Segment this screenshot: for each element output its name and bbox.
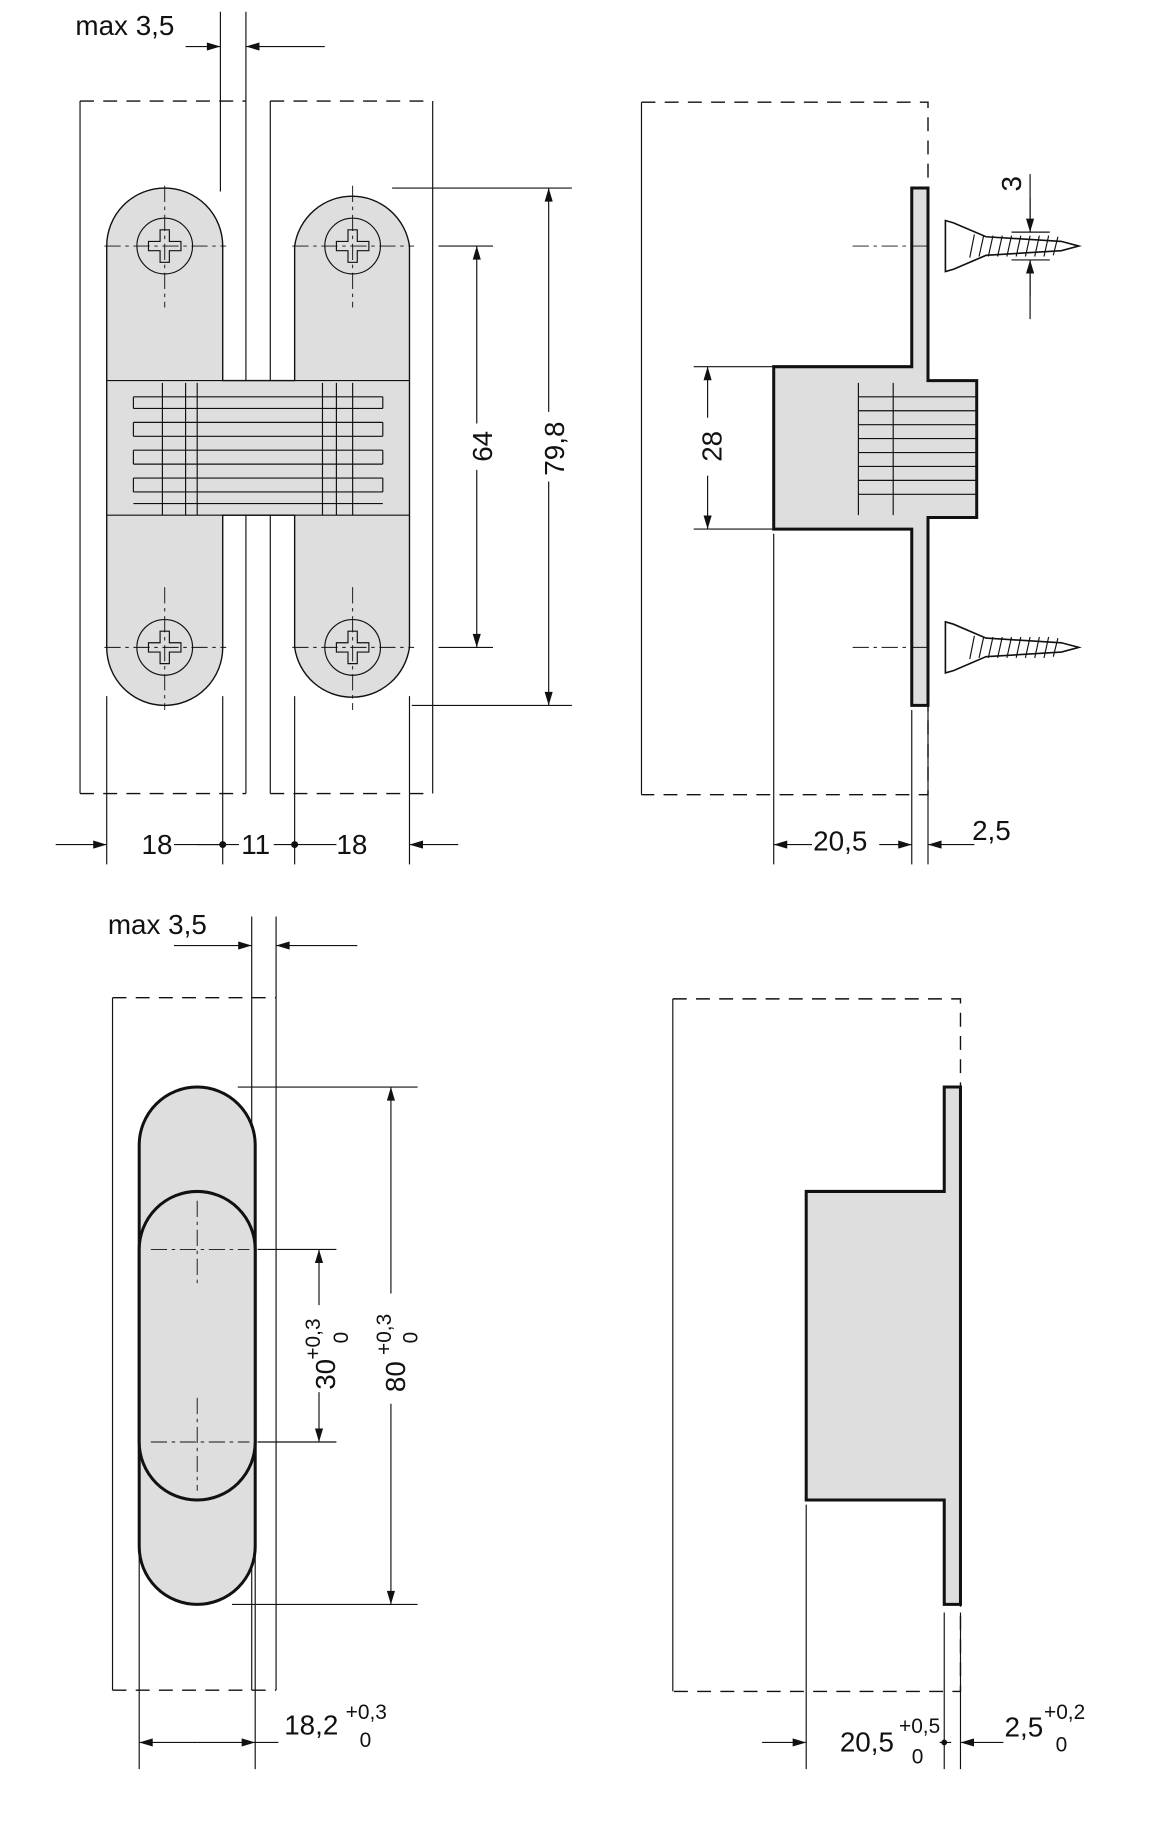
width-tol-lower: 0	[360, 1729, 372, 1752]
depth-tol-lower: 0	[912, 1745, 924, 1768]
plate-tol-lower: 0	[1056, 1734, 1068, 1757]
screw-size-label: 3	[996, 176, 1027, 191]
outer-tol-upper: +0,3	[373, 1314, 396, 1355]
inner-tol-upper: +0,3	[302, 1318, 325, 1359]
depth-value: 20,5	[840, 1727, 894, 1758]
depth-tol-upper: +0,5	[899, 1715, 940, 1738]
screw-spacing-label: 64	[467, 431, 498, 462]
plate-value: 2,5	[1005, 1712, 1044, 1743]
gap-label: max 3,5	[75, 10, 174, 41]
outer-value: 80	[380, 1361, 411, 1392]
plate-tol-upper: +0,2	[1044, 1701, 1085, 1724]
bottom-front-view: max 3,5 30 +0,3 0 80 +0,3 0 18,2 +0,3 0	[108, 909, 423, 1770]
outer-tol-lower: 0	[400, 1332, 423, 1344]
width-tol-upper: +0,3	[346, 1701, 387, 1724]
top-side-view: 3 28 20,5 2,5	[640, 101, 1080, 865]
inner-tol-lower: 0	[330, 1332, 353, 1344]
screw-icon	[944, 219, 1080, 273]
bottom-side-view: 20,5 +0,5 0 2,5 +0,2 0	[672, 998, 1085, 1770]
top-front-view: max 3,5 64 79,8 18 11 18	[55, 10, 572, 865]
width-value: 18,2	[284, 1709, 338, 1740]
inner-value: 30	[310, 1359, 341, 1390]
screw-icon	[944, 621, 1080, 674]
plate-label: 2,5	[972, 815, 1011, 846]
width-left-label: 18	[142, 829, 173, 860]
routing-side	[804, 1085, 962, 1606]
hinge-body	[106, 187, 411, 707]
spacing-label: 11	[241, 829, 270, 860]
width-right-label: 18	[336, 829, 367, 860]
height-label: 79,8	[539, 422, 570, 476]
depth-label: 20,5	[813, 825, 867, 856]
gap-label-2: max 3,5	[108, 909, 207, 940]
body-height-label: 28	[697, 431, 728, 462]
